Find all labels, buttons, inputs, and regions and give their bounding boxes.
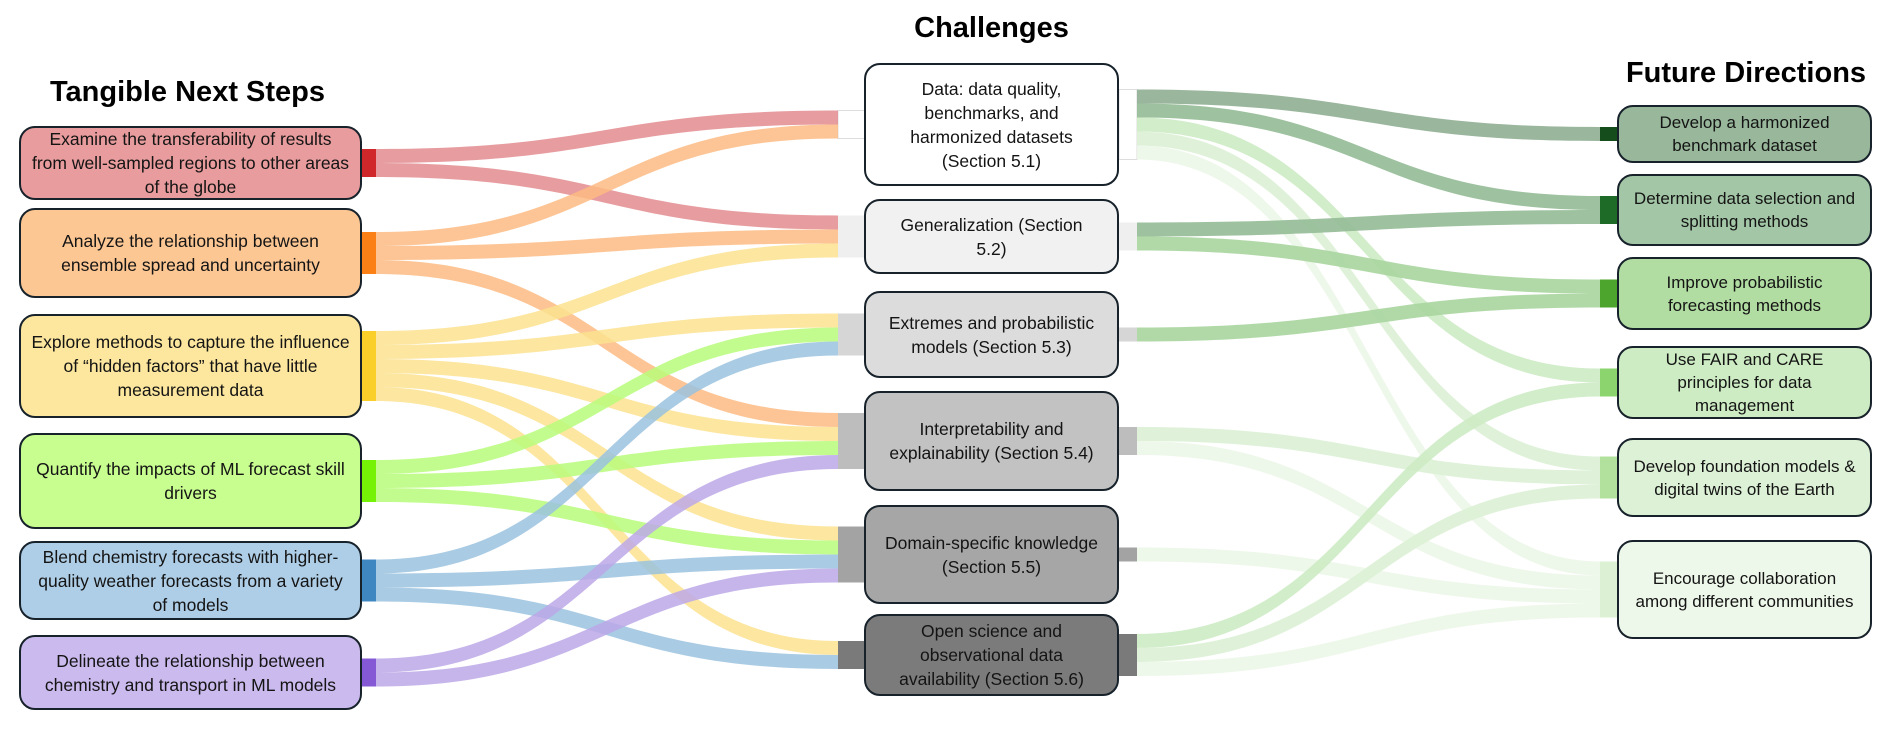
flow-link-L6-M5 — [376, 568, 838, 687]
flow-link-M3-R3 — [1137, 293, 1600, 342]
left-node-4: Quantify the impacts of ML forecast skil… — [19, 433, 362, 529]
flow-link-M1-R2 — [1137, 103, 1600, 210]
left-node-accent-bar — [362, 658, 376, 687]
middle-node-label: Generalization (Section 5.2) — [900, 214, 1083, 259]
right-node-accent-bar — [1600, 368, 1617, 397]
flow-link-M2-R2 — [1137, 210, 1600, 237]
flow-link-L2-M4 — [376, 260, 838, 427]
flow-link-M6-R5 — [1137, 484, 1600, 662]
flow-link-M1-R1 — [1137, 89, 1600, 141]
left-node-label: Delineate the relationship between chemi… — [44, 650, 337, 695]
left-node-accent-bar — [362, 331, 376, 401]
middle-node-4: Interpretability and explainability (Sec… — [864, 391, 1119, 491]
right-node-5: Develop foundation models & digital twin… — [1617, 438, 1872, 517]
middle-node-label: Extremes and probabilistic models (Secti… — [888, 312, 1095, 357]
flow-link-L4-M5 — [376, 488, 838, 555]
right-node-label: Develop foundation models & digital twin… — [1633, 456, 1856, 499]
right-node-3: Improve probabilistic forecasting method… — [1617, 257, 1872, 330]
middle-node-outbar — [1118, 89, 1138, 160]
right-node-accent-bar — [1600, 456, 1617, 499]
left-node-label: Quantify the impacts of ML forecast skil… — [36, 459, 345, 503]
middle-node-2: Generalization (Section 5.2) — [864, 199, 1119, 274]
middle-node-label: Domain-specific knowledge (Section 5.5) — [884, 532, 1099, 577]
left-node-label: Explore methods to capture the influence… — [31, 332, 350, 400]
right-node-label: Use FAIR and CARE principles for data ma… — [1665, 350, 1824, 415]
flow-link-L3-M2 — [376, 243, 838, 345]
left-node-label: Analyze the relationship between ensembl… — [61, 231, 320, 275]
middle-node-outbar — [1119, 634, 1137, 676]
middle-node-5: Domain-specific knowledge (Section 5.5) — [864, 505, 1119, 604]
left-node-5: Blend chemistry forecasts with higher-qu… — [19, 541, 362, 620]
left-node-accent-bar — [362, 460, 376, 502]
left-node-accent-bar — [362, 232, 376, 274]
flow-link-M1-R4 — [1137, 117, 1600, 383]
flow-link-L4-M3 — [376, 327, 838, 474]
flow-link-L5-M3 — [376, 341, 838, 574]
right-node-label: Encourage collaboration among different … — [1635, 568, 1854, 611]
right-node-4: Use FAIR and CARE principles for data ma… — [1617, 346, 1872, 419]
flow-link-M2-R3 — [1137, 236, 1600, 294]
left-node-2: Analyze the relationship between ensembl… — [19, 208, 362, 298]
right-node-label: Improve probabilistic forecasting method… — [1666, 272, 1823, 315]
right-node-accent-bar — [1600, 196, 1617, 224]
flow-link-M6-R6 — [1137, 603, 1600, 676]
left-node-label: Examine the transferability of results f… — [31, 129, 350, 197]
left-node-accent-bar — [362, 149, 376, 177]
middle-node-label: Data: data quality, benchmarks, and harm… — [910, 78, 1073, 171]
left-node-1: Examine the transferability of results f… — [19, 126, 362, 200]
flow-link-M1-R6 — [1137, 145, 1600, 576]
flow-link-M6-R4 — [1137, 382, 1600, 648]
right-node-6: Encourage collaboration among different … — [1617, 540, 1872, 639]
flow-link-L1-M2 — [376, 163, 838, 230]
right-node-accent-bar — [1600, 561, 1617, 618]
middle-node-outbar — [1119, 222, 1137, 251]
right-node-accent-bar — [1600, 279, 1617, 308]
right-node-label: Develop a harmonized benchmark dataset — [1659, 113, 1830, 155]
middle-node-outbar — [1119, 327, 1137, 342]
flow-link-L2-M1 — [376, 124, 838, 246]
left-node-3: Explore methods to capture the influence… — [19, 314, 362, 418]
middle-node-6: Open science and observational data avai… — [864, 614, 1119, 696]
middle-node-outbar — [1119, 427, 1137, 455]
left-node-accent-bar — [362, 559, 376, 602]
middle-column-title: Challenges — [914, 12, 1069, 44]
left-column-title: Tangible Next Steps — [49, 76, 326, 108]
flow-link-L1-M1 — [376, 110, 838, 163]
middle-node-label: Interpretability and explainability (Sec… — [889, 419, 1094, 463]
right-node-accent-bar — [1600, 127, 1617, 141]
flow-link-L5-M5 — [376, 554, 838, 588]
middle-node-outbar — [1119, 547, 1137, 562]
middle-node-label: Open science and observational data avai… — [899, 621, 1084, 689]
middle-node-3: Extremes and probabilistic models (Secti… — [864, 291, 1119, 378]
left-node-label: Blend chemistry forecasts with higher-qu… — [38, 546, 343, 615]
flow-link-L2-M2 — [376, 229, 838, 260]
left-node-6: Delineate the relationship between chemi… — [19, 635, 362, 710]
right-column-title: Future Directions — [1625, 57, 1867, 89]
flow-link-M4-R5 — [1137, 427, 1600, 485]
right-node-2: Determine data selection and splitting m… — [1617, 174, 1872, 246]
flow-link-L3-M3 — [376, 313, 838, 359]
flow-link-M1-R5 — [1137, 131, 1600, 471]
flow-link-L6-M4 — [376, 455, 838, 673]
right-node-label: Determine data selection and splitting m… — [1633, 189, 1856, 231]
middle-node-1: Data: data quality, benchmarks, and harm… — [864, 63, 1119, 186]
right-node-1: Develop a harmonized benchmark dataset — [1617, 105, 1872, 163]
